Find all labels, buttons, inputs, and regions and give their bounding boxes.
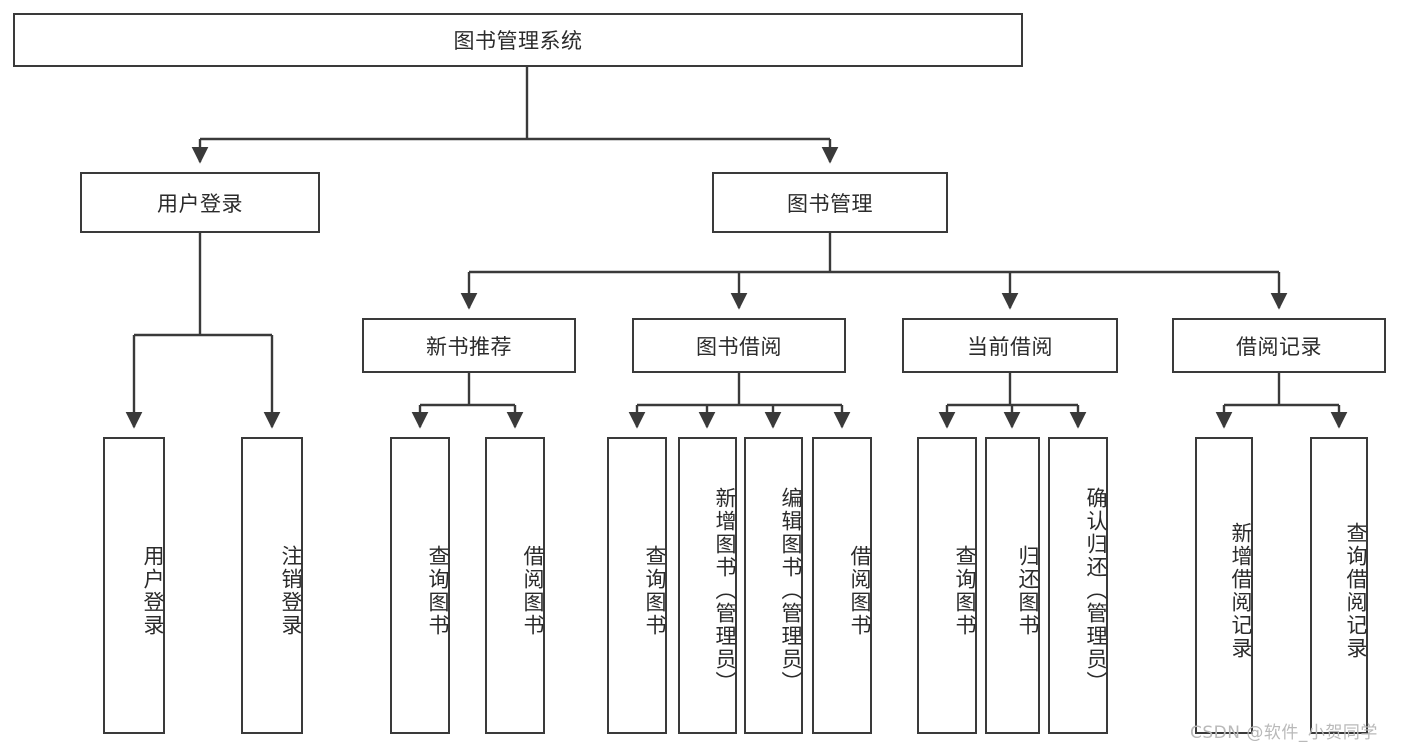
- leaf-user-login[interactable]: 用户登录: [103, 437, 165, 734]
- node-book-management[interactable]: 图书管理: [712, 172, 948, 233]
- node-root-label: 图书管理系统: [453, 29, 583, 53]
- node-user-login[interactable]: 用户登录: [80, 172, 320, 233]
- node-borrow-record[interactable]: 借阅记录: [1172, 318, 1386, 373]
- node-book-borrow[interactable]: 图书借阅: [632, 318, 846, 373]
- leaf-borrow-book[interactable]: 借阅图书: [812, 437, 872, 734]
- leaf-label: 注销登录: [279, 544, 303, 637]
- leaf-query-book-recommend[interactable]: 查询图书: [390, 437, 450, 734]
- node-root[interactable]: 图书管理系统: [13, 13, 1023, 67]
- leaf-confirm-return-admin[interactable]: 确认归还（管理员）: [1048, 437, 1108, 734]
- node-label: 当前借阅: [967, 334, 1053, 359]
- node-label: 新书推荐: [426, 334, 512, 359]
- leaf-query-borrow-record[interactable]: 查询借阅记录: [1310, 437, 1368, 734]
- leaf-return-book[interactable]: 归还图书: [985, 437, 1040, 734]
- leaf-borrow-book-recommend[interactable]: 借阅图书: [485, 437, 545, 734]
- leaf-query-book-borrow[interactable]: 查询图书: [607, 437, 667, 734]
- leaf-label: 新增图书（管理员）: [713, 487, 737, 694]
- leaf-label: 查询图书: [643, 544, 667, 637]
- leaf-add-borrow-record[interactable]: 新增借阅记录: [1195, 437, 1253, 734]
- leaf-label: 借阅图书: [521, 544, 545, 637]
- node-label: 借阅记录: [1236, 334, 1322, 359]
- leaf-edit-book-admin[interactable]: 编辑图书（管理员）: [744, 437, 803, 734]
- node-label: 图书管理: [787, 191, 873, 216]
- leaf-label: 确认归还（管理员）: [1084, 487, 1108, 694]
- leaf-query-book-current[interactable]: 查询图书: [917, 437, 977, 734]
- node-label: 用户登录: [157, 191, 243, 216]
- leaf-label: 用户登录: [141, 544, 165, 637]
- leaf-logout-login[interactable]: 注销登录: [241, 437, 303, 734]
- leaf-label: 借阅图书: [848, 544, 872, 637]
- leaf-add-book-admin[interactable]: 新增图书（管理员）: [678, 437, 737, 734]
- node-current-borrow[interactable]: 当前借阅: [902, 318, 1118, 373]
- leaf-label: 查询图书: [426, 544, 450, 637]
- node-label: 图书借阅: [696, 334, 782, 359]
- leaf-label: 新增借阅记录: [1229, 521, 1253, 660]
- csdn-watermark: CSDN @软件_小贺同学: [1190, 723, 1378, 743]
- node-new-book-recommend[interactable]: 新书推荐: [362, 318, 576, 373]
- leaf-label: 查询借阅记录: [1344, 521, 1368, 660]
- leaf-label: 查询图书: [953, 544, 977, 637]
- leaf-label: 归还图书: [1016, 544, 1040, 637]
- leaf-label: 编辑图书（管理员）: [779, 487, 803, 694]
